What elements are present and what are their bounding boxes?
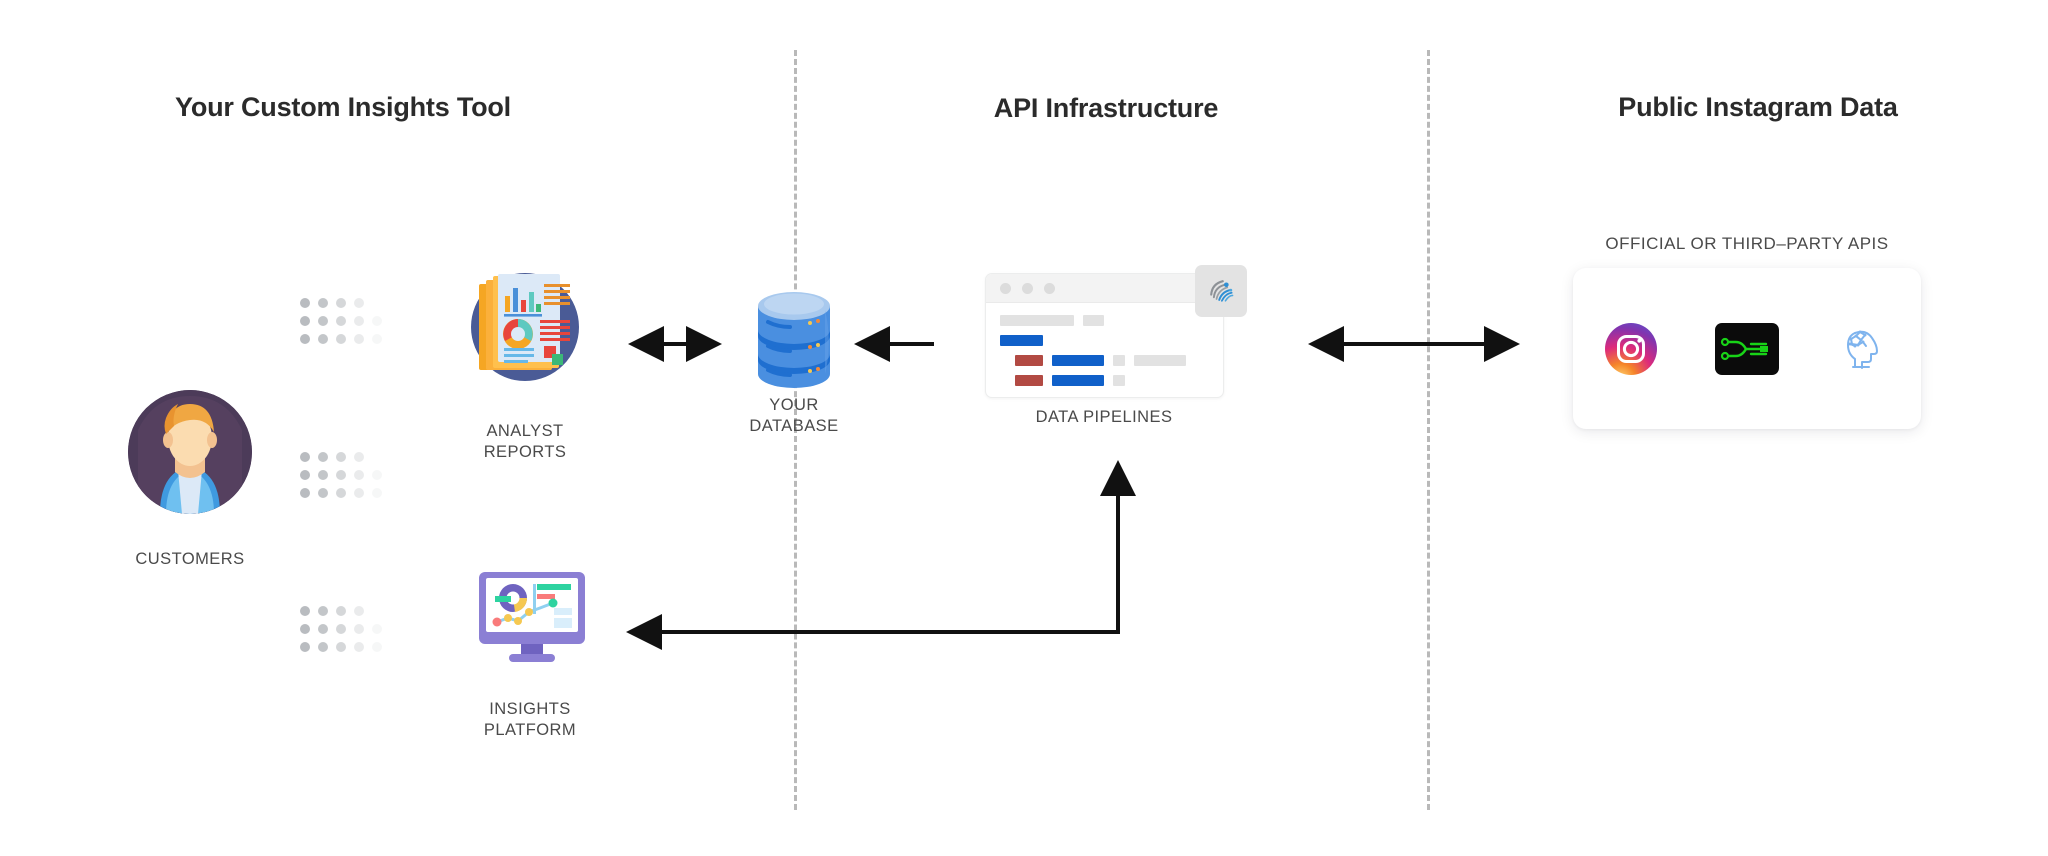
node-customers[interactable] (128, 390, 252, 514)
api-providers-card (1573, 268, 1921, 429)
dot-grid-pattern-2 (296, 448, 386, 502)
window-dot-3 (1044, 282, 1055, 294)
node-data-pipelines[interactable] (985, 265, 1247, 398)
placeholder-row-2 (1000, 335, 1209, 346)
label-your-database: YOUR DATABASE (749, 396, 839, 436)
placeholder-row-4 (1000, 375, 1209, 386)
section-divider-right (1427, 50, 1430, 810)
placeholder-bar (1113, 375, 1125, 386)
placeholder-bar (1000, 315, 1074, 326)
node-analyst-reports[interactable] (466, 268, 584, 386)
placeholder-bar-blue (1000, 335, 1043, 346)
node-your-database[interactable] (752, 290, 836, 390)
placeholder-bar-red (1015, 375, 1043, 386)
pipelines-insights-arrow (626, 460, 1136, 650)
placeholder-bar-blue (1052, 375, 1104, 386)
placeholder-row-1 (1000, 315, 1209, 326)
swoosh-logo-badge (1195, 265, 1247, 317)
label-analyst-reports: ANALYST REPORTS (483, 422, 567, 462)
placeholder-bar-red (1015, 355, 1043, 366)
placeholder-row-3 (1000, 355, 1209, 366)
ai-head-icon[interactable] (1837, 323, 1889, 375)
column-title-custom-insights-tool: Your Custom Insights Tool (175, 92, 511, 122)
placeholder-bar (1113, 355, 1125, 366)
label-data-pipelines: DATA PIPELINES (1035, 408, 1173, 426)
placeholder-bar (1083, 315, 1104, 326)
dot-grid-pattern-1 (296, 294, 386, 348)
section-divider-left (794, 50, 797, 810)
label-insights-platform: INSIGHTS PLATFORM (483, 700, 577, 740)
swoosh-logo-icon (1210, 280, 1234, 302)
insights-monitor-icon (479, 572, 585, 662)
node-insights-platform[interactable] (477, 572, 587, 664)
window-dot-2 (1022, 282, 1033, 294)
instagram-icon[interactable] (1605, 322, 1657, 375)
label-official-third-party-apis: OFFICIAL OR THIRD–PARTY APIS (1605, 234, 1889, 253)
column-title-api-infrastructure: API Infrastructure (993, 93, 1219, 123)
data-circuit-icon[interactable] (1715, 322, 1779, 375)
placeholder-bar-blue (1052, 355, 1104, 366)
database-cylinder-icon (758, 292, 830, 388)
user-avatar-icon (128, 390, 252, 514)
dot-grid-pattern-3 (296, 602, 386, 656)
column-title-public-instagram-data: Public Instagram Data (1618, 92, 1898, 122)
label-customers: CUSTOMERS (135, 550, 245, 568)
browser-title-bar (986, 274, 1223, 303)
browser-content (986, 303, 1223, 386)
placeholder-bar (1134, 355, 1186, 366)
analyst-reports-icon (471, 273, 579, 381)
window-dot-1 (1000, 282, 1011, 294)
browser-window-icon (985, 273, 1224, 398)
